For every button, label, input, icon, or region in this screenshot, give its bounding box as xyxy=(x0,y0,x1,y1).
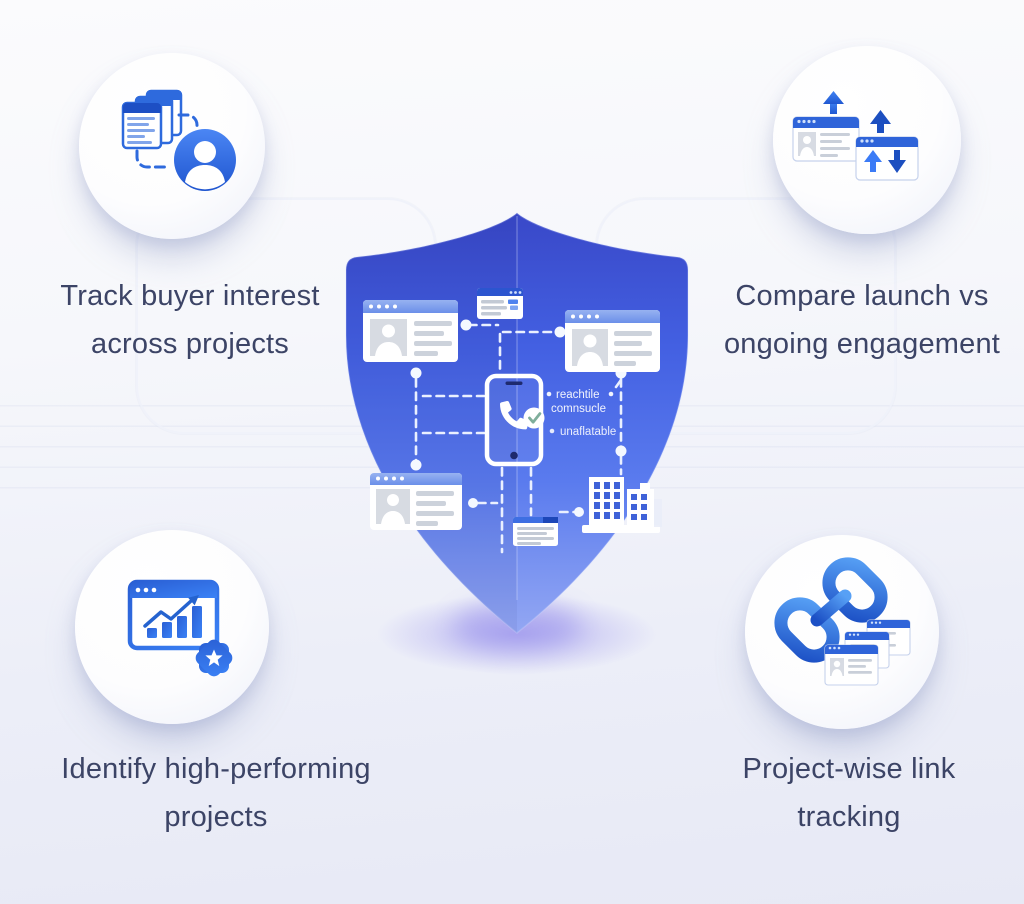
lead-card-top-left xyxy=(363,300,458,362)
phone-call-icon xyxy=(484,373,545,467)
link-tracking-icon xyxy=(774,557,911,686)
shield-bottom-glow xyxy=(377,594,657,674)
check-badge-icon xyxy=(523,407,545,429)
lead-card-top-right xyxy=(565,310,660,372)
performance-chart-icon xyxy=(127,579,233,677)
status-line-1: reachtile xyxy=(556,389,599,401)
label-line: Compare launch vs xyxy=(735,280,989,312)
label-line: ongoing engagement xyxy=(723,328,1001,360)
bar-chart-bars xyxy=(147,606,202,638)
status-line-3: unaflatable xyxy=(560,426,616,438)
connector-lines xyxy=(414,323,623,554)
lead-card-icon xyxy=(792,116,860,162)
mini-browser-card xyxy=(477,288,523,319)
traffic-window-icon xyxy=(855,136,919,181)
label-line: across projects xyxy=(90,328,289,360)
lead-card-bottom-left xyxy=(370,473,462,530)
building-icon xyxy=(582,477,662,533)
label-line: tracking xyxy=(797,801,901,833)
project-cards-stack xyxy=(824,619,911,686)
analytics-window-icon xyxy=(127,579,220,651)
buyer-profiles-bubble xyxy=(79,53,265,239)
label-identify-high-performing: Identify high-performing projects xyxy=(33,745,399,841)
label-line: projects xyxy=(164,801,268,833)
label-project-wise-link-tracking: Project-wise link tracking xyxy=(686,745,1012,841)
buyer-profiles-icon xyxy=(121,89,236,191)
link-tracking-bubble xyxy=(745,535,939,729)
engagement-compare-icon xyxy=(792,91,919,181)
label-track-buyer-interest: Track buyer interest across projects xyxy=(18,272,362,368)
phone-status-text: reachtile comnsucle unaflatable xyxy=(546,389,616,438)
up-arrow-icon xyxy=(823,91,844,114)
small-up-arrow-icon xyxy=(870,110,891,133)
label-line: Identify high-performing xyxy=(61,753,371,785)
note-card xyxy=(513,517,558,546)
label-compare-engagement: Compare launch vs ongoing engagement xyxy=(700,272,1024,368)
label-line: Project-wise link xyxy=(742,753,956,785)
status-line-2: comnsucle xyxy=(551,403,606,415)
gear-icon xyxy=(195,639,233,677)
trend-arrow-line xyxy=(143,599,193,628)
label-line: Track buyer interest xyxy=(60,280,320,312)
performance-chart-bubble xyxy=(75,530,269,724)
sync-dashes xyxy=(135,113,199,169)
engagement-compare-bubble xyxy=(773,46,961,234)
